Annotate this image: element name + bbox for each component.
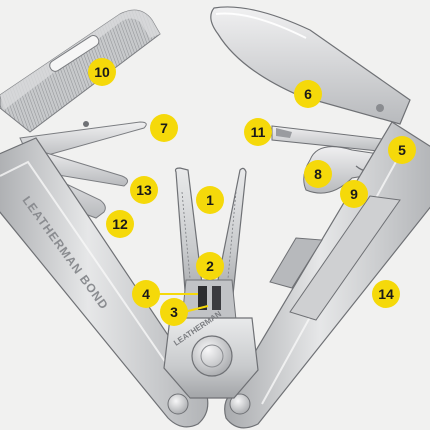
wire-cutter xyxy=(181,279,237,321)
callout-13: 13 xyxy=(130,176,158,204)
handle-recess xyxy=(269,237,323,289)
leader-lines xyxy=(158,293,209,313)
callout-3: 3 xyxy=(160,298,188,326)
callout-2: 2 xyxy=(196,252,224,280)
callout-5: 5 xyxy=(388,136,416,164)
callout-12: 12 xyxy=(106,210,134,238)
pivot-screw xyxy=(191,335,233,377)
knife-blade xyxy=(210,6,411,125)
handle-slot xyxy=(289,195,401,321)
callout-9: 9 xyxy=(340,180,368,208)
handle-rivet xyxy=(167,393,189,415)
file-slot xyxy=(49,34,100,72)
callout-6: 6 xyxy=(294,80,322,108)
right-handle xyxy=(224,121,430,429)
callout-4: 4 xyxy=(132,280,160,308)
handle-rivet-right xyxy=(229,393,251,415)
callout-8: 8 xyxy=(304,160,332,188)
flat-screwdriver-small xyxy=(27,147,128,187)
hard-wire-cutter xyxy=(198,286,207,310)
callout-10: 10 xyxy=(88,58,116,86)
callout-7: 7 xyxy=(150,114,178,142)
callout-11: 11 xyxy=(244,118,272,146)
scissors-blade xyxy=(19,121,147,161)
file-tool xyxy=(0,9,161,133)
wire-cutter-notch xyxy=(212,286,221,310)
callout-14: 14 xyxy=(372,280,400,308)
callout-1: 1 xyxy=(196,186,224,214)
